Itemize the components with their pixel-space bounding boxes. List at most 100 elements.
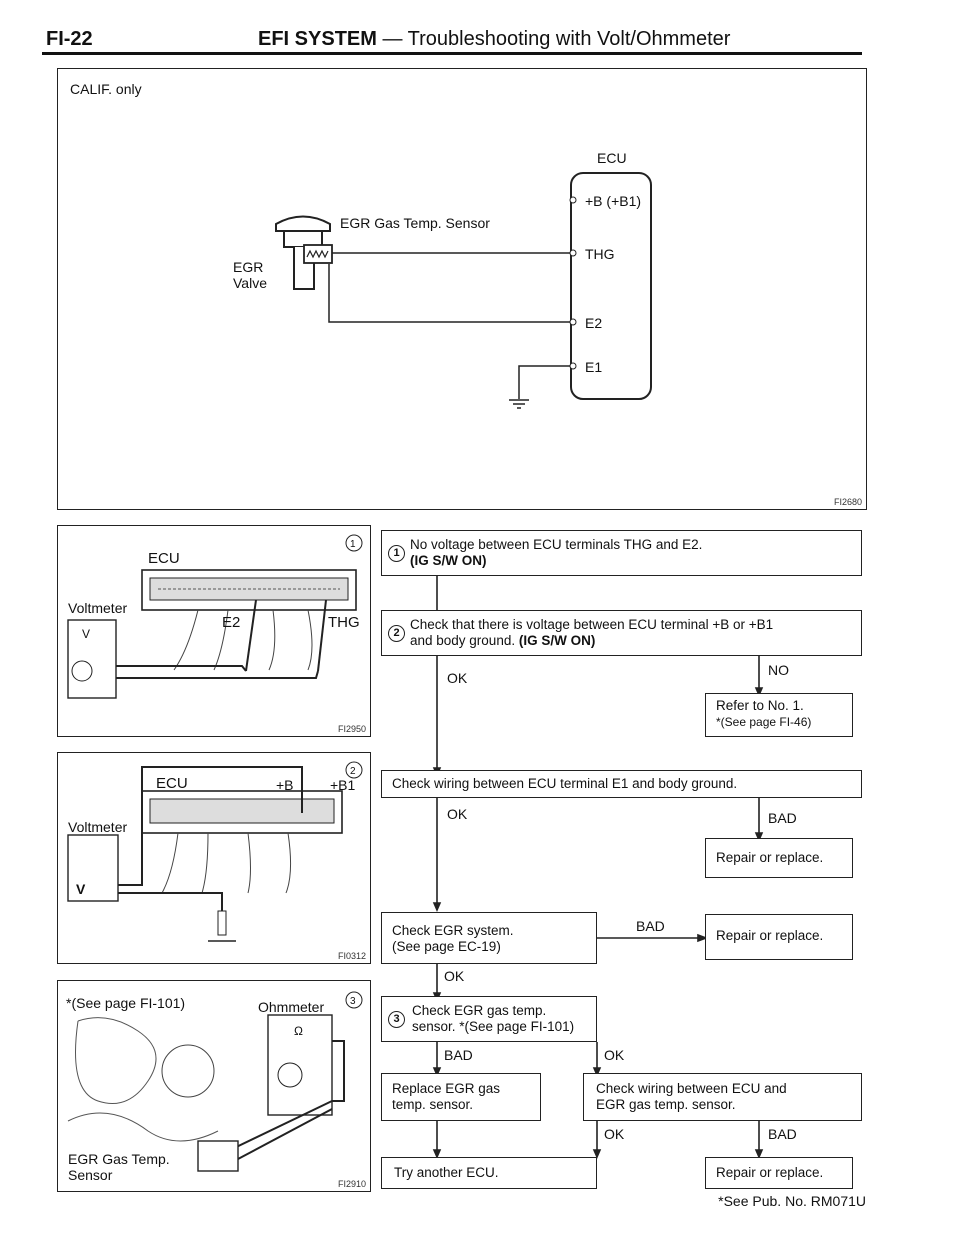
check-egr-text-1: Check EGR system. — [392, 923, 514, 938]
ok-label-4: OK — [604, 1047, 625, 1063]
check-e1-box: Check wiring between ECU terminal E1 and… — [381, 770, 862, 798]
figure-id: FI2680 — [833, 497, 862, 507]
repair-box-1: Repair or replace. — [705, 838, 853, 878]
step2-box: 2 Check that there is voltage between EC… — [381, 610, 862, 656]
ill2-ecu-label: ECU — [156, 775, 188, 792]
ok-label-5: OK — [604, 1126, 625, 1142]
replace-sensor-box: Replace EGR gas temp. sensor. — [381, 1073, 541, 1121]
check-egr-box: Check EGR system. (See page EC-19) — [381, 912, 597, 964]
probe-thg — [317, 599, 327, 672]
probe-e2 — [245, 599, 257, 672]
step2-number: 2 — [388, 625, 405, 642]
terminal-thg: THG — [585, 246, 615, 262]
ill3-part-1: EGR Gas Temp. — [68, 1151, 170, 1167]
ill2-b1-label: +B1 — [330, 777, 356, 793]
ill3-see-page: *(See page FI-101) — [66, 995, 186, 1011]
ok-label-1: OK — [447, 670, 468, 686]
repair-text-3: Repair or replace. — [716, 1165, 824, 1180]
ohmmeter-body — [267, 1014, 333, 1116]
step2-text-2a: and body ground. — [410, 633, 519, 648]
terminal-b: +B (+B1) — [585, 193, 642, 209]
ok-label-2: OK — [447, 806, 468, 822]
check-egr-text-2: (See page EC-19) — [392, 939, 501, 954]
valve-label-1: EGR — [233, 259, 264, 275]
step3-text-2: sensor. *(See page FI-101) — [412, 1019, 575, 1034]
illustration-2-drawing — [67, 761, 363, 942]
ill3-step-num: 3 — [350, 996, 356, 1007]
check-wiring-text-2: EGR gas temp. sensor. — [596, 1097, 736, 1112]
ill3-part-2: Sensor — [68, 1167, 113, 1183]
check-e1-text: Check wiring between ECU terminal E1 and… — [392, 776, 738, 791]
try-ecu-box: Try another ECU. — [381, 1157, 597, 1189]
ok-label-3: OK — [444, 968, 465, 984]
check-wiring-box: Check wiring between ECU and EGR gas tem… — [583, 1073, 862, 1121]
step3-box: 3 Check EGR gas temp. sensor. *(See page… — [381, 996, 597, 1042]
illustration-1-drawing — [67, 534, 363, 699]
ill1-e2-label: E2 — [222, 614, 241, 631]
ill1-voltmeter-label: Voltmeter — [68, 600, 128, 616]
step2-text-1: Check that there is voltage between ECU … — [410, 617, 774, 632]
ill1-figure-id: FI2950 — [337, 724, 366, 734]
voltmeter-body — [67, 619, 117, 699]
e1-wire — [518, 365, 570, 399]
ill1-ecu-label: ECU — [148, 550, 180, 567]
terminal-dot — [569, 196, 577, 204]
illustration-step-2: 2 ECU +B +B1 Voltmeter V FI0312 — [57, 752, 371, 964]
ill3-ohmmeter-label: Ohmmeter — [258, 999, 325, 1015]
bad-label-5: BAD — [768, 1126, 797, 1142]
step2-text-2b: (IG S/W ON) — [518, 633, 596, 648]
ill2-figure-id: FI0312 — [337, 951, 366, 961]
ill3-meter-mark: Ω — [294, 1024, 303, 1038]
e2-wire — [328, 264, 570, 323]
refer-box: Refer to No. 1. *(See page FI-46) — [705, 693, 853, 737]
replace-text-2: temp. sensor. — [392, 1097, 474, 1112]
no-label-1: NO — [768, 662, 789, 678]
ill2-voltmeter-label: Voltmeter — [68, 819, 128, 835]
illustration-3-drawing — [67, 991, 363, 1172]
thermistor-symbol — [306, 249, 329, 259]
terminal-e1: E1 — [585, 359, 603, 375]
step1-text-1: No voltage between ECU terminals THG and… — [410, 537, 703, 552]
page-title: EFI SYSTEM — Troubleshooting with Volt/O… — [258, 28, 730, 51]
bad-label-2: BAD — [768, 810, 797, 826]
repair-text-2: Repair or replace. — [716, 928, 824, 943]
ill2-b-label: +B — [276, 777, 294, 793]
footnote: *See Pub. No. RM071U — [718, 1193, 866, 1209]
step1-text-2: (IG S/W ON) — [410, 553, 487, 568]
ill3-figure-id: FI2910 — [337, 1179, 366, 1189]
illustration-step-1: 1 ECU Voltmeter V E2 THG FI2950 — [57, 525, 371, 737]
egr-valve-top — [275, 215, 331, 232]
wiring-diagram-panel: CALIF. only ECU +B (+B1) THG E2 E1 EGR G… — [57, 68, 867, 510]
engine-outline — [75, 1017, 157, 1104]
page-number: FI-22 — [46, 28, 93, 50]
step2-text-2: and body ground. (IG S/W ON) — [410, 633, 853, 649]
sensor-connector — [197, 1140, 239, 1172]
step3-number: 3 — [388, 1011, 405, 1028]
sensor-label: EGR Gas Temp. Sensor — [340, 215, 490, 231]
refer-text-2: *(See page FI-46) — [716, 715, 812, 729]
bad-label-3: BAD — [636, 918, 665, 934]
header-rule — [42, 52, 862, 55]
step1-box: 1 No voltage between ECU terminals THG a… — [381, 530, 862, 576]
repair-box-3: Repair or replace. — [705, 1157, 853, 1189]
bad-label-4: BAD — [444, 1047, 473, 1063]
refer-text-1: Refer to No. 1. — [716, 698, 804, 713]
repair-box-2: Repair or replace. — [705, 914, 853, 960]
ill1-step-num: 1 — [350, 539, 356, 550]
try-ecu-text: Try another ECU. — [394, 1165, 499, 1180]
terminal-e2: E2 — [585, 315, 603, 331]
repair-text-1: Repair or replace. — [716, 850, 824, 865]
ill1-meter-mark: V — [82, 627, 91, 641]
illustration-step-3: 3 *(See page FI-101) Ohmmeter Ω EGR Gas … — [57, 980, 371, 1192]
section-subtitle: — Troubleshooting with Volt/Ohmmeter — [376, 28, 731, 50]
ecu-box — [570, 172, 652, 400]
calif-only-note: CALIF. only — [70, 81, 142, 97]
valve-label-2: Valve — [233, 275, 267, 291]
step3-text-1: Check EGR gas temp. — [412, 1003, 547, 1018]
ecu-label: ECU — [597, 150, 627, 166]
ill2-step-num: 2 — [350, 766, 356, 777]
check-wiring-text-1: Check wiring between ECU and — [596, 1081, 787, 1096]
voltmeter-body — [67, 834, 119, 902]
wiring-schematic — [275, 172, 652, 409]
